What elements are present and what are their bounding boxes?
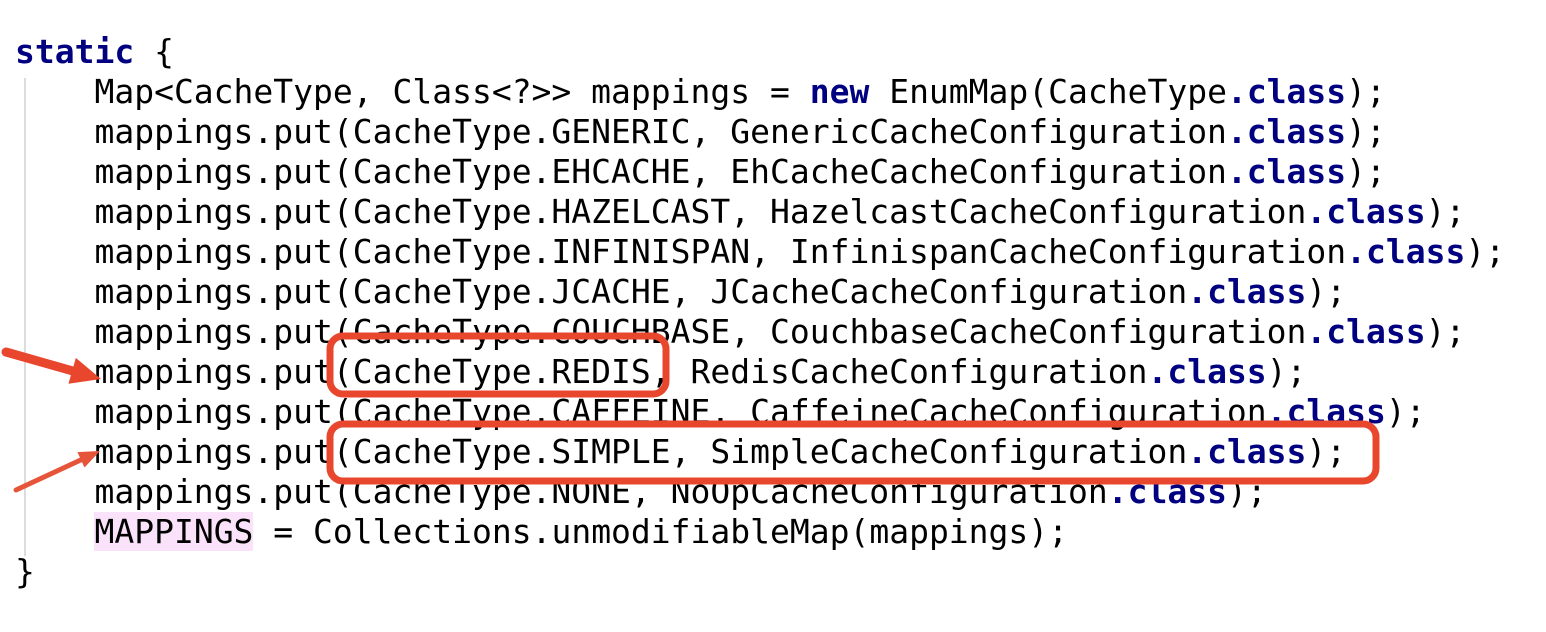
code-line-2[interactable]: Map<CacheType, Class<?>> mappings = new … [15, 72, 1505, 112]
code-token-plain: = Collections.unmodifiableMap(mappings); [253, 512, 1069, 551]
code-token-plain: mappings.put(CacheType.REDIS, RedisCache… [15, 352, 1148, 391]
code-token-keyword: .class [1226, 152, 1347, 191]
code-token-plain: ); [1385, 392, 1426, 431]
code-token-keyword: .class [1226, 72, 1347, 111]
code-token-plain: mappings.put(CacheType.HAZELCAST, Hazelc… [15, 192, 1307, 231]
code-token-plain: mappings.put(CacheType.EHCACHE, EhCacheC… [15, 152, 1227, 191]
code-token-keyword: .class [1107, 472, 1227, 511]
code-token-plain: mappings.put(CacheType.GENERIC, GenericC… [15, 112, 1227, 151]
java-code-block: static { Map<CacheType, Class<?>> mappin… [15, 32, 1505, 592]
code-token-plain: ); [1226, 472, 1267, 511]
code-token-plain: { [134, 32, 174, 71]
code-line-6[interactable]: mappings.put(CacheType.INFINISPAN, Infin… [15, 232, 1505, 272]
code-token-plain: mappings.put(CacheType.NONE, NoOpCacheCo… [15, 472, 1108, 511]
code-line-4[interactable]: mappings.put(CacheType.EHCACHE, EhCacheC… [15, 152, 1505, 192]
code-line-13[interactable]: MAPPINGS = Collections.unmodifiableMap(m… [15, 512, 1505, 552]
code-token-highlight: MAPPINGS [94, 512, 254, 551]
code-token-keyword: .class [1266, 392, 1386, 431]
code-token-keyword: .class [1306, 312, 1426, 351]
code-line-7[interactable]: mappings.put(CacheType.JCACHE, JCacheCac… [15, 272, 1505, 312]
code-line-10[interactable]: mappings.put(CacheType.CAFFEINE, Caffein… [15, 392, 1505, 432]
code-token-keyword: .class [1306, 192, 1426, 231]
code-line-11[interactable]: mappings.put(CacheType.SIMPLE, SimpleCac… [15, 432, 1505, 472]
code-token-keyword: .class [1346, 232, 1466, 271]
code-token-keyword: .class [1187, 272, 1307, 311]
code-token-keyword: .class [1187, 432, 1307, 471]
code-line-12[interactable]: mappings.put(CacheType.NONE, NoOpCacheCo… [15, 472, 1505, 512]
code-token-plain: Map<CacheType, Class<?>> mappings = [15, 72, 810, 111]
code-line-9[interactable]: mappings.put(CacheType.REDIS, RedisCache… [15, 352, 1505, 392]
code-token-plain: EnumMap(CacheType [869, 72, 1227, 111]
code-token-plain: mappings.put(CacheType.INFINISPAN, Infin… [15, 232, 1347, 271]
code-token-plain: ); [1425, 192, 1466, 231]
code-token-plain: ); [1465, 232, 1506, 271]
code-token-plain [15, 512, 94, 551]
indent-guide-line [24, 78, 26, 556]
code-line-3[interactable]: mappings.put(CacheType.GENERIC, GenericC… [15, 112, 1505, 152]
code-token-plain: mappings.put(CacheType.JCACHE, JCacheCac… [15, 272, 1188, 311]
code-token-plain: mappings.put(CacheType.CAFFEINE, Caffein… [15, 392, 1267, 431]
code-token-plain: ); [1346, 112, 1386, 151]
code-token-plain: } [15, 552, 35, 591]
code-token-keyword: static [15, 32, 135, 71]
code-token-keyword: .class [1147, 352, 1267, 391]
code-token-plain: ); [1306, 272, 1347, 311]
code-token-plain: mappings.put(CacheType.COUCHBASE, Couchb… [15, 312, 1307, 351]
code-token-plain: ); [1266, 352, 1307, 391]
code-token-plain: ); [1346, 152, 1386, 191]
code-token-plain: ); [1306, 432, 1347, 471]
code-line-5[interactable]: mappings.put(CacheType.HAZELCAST, Hazelc… [15, 192, 1505, 232]
code-token-keyword: new [809, 72, 870, 111]
code-token-plain: ); [1346, 72, 1386, 111]
code-line-8[interactable]: mappings.put(CacheType.COUCHBASE, Couchb… [15, 312, 1505, 352]
code-token-keyword: .class [1226, 112, 1347, 151]
code-token-plain: ); [1425, 312, 1466, 351]
code-line-14[interactable]: } [15, 552, 1505, 592]
code-token-plain: mappings.put(CacheType.SIMPLE, SimpleCac… [15, 432, 1188, 471]
code-line-1[interactable]: static { [15, 32, 1505, 72]
